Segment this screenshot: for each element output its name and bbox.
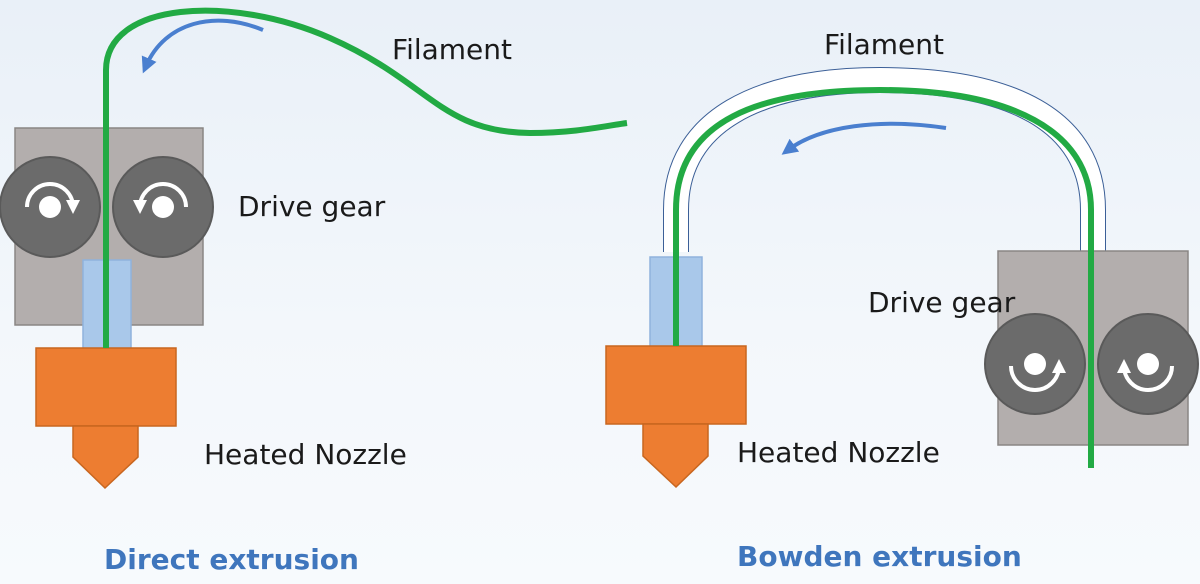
bowden-left-drive-gear bbox=[984, 313, 1086, 415]
bowden-filament bbox=[673, 86, 1094, 468]
bowden-filament-label: Filament bbox=[824, 28, 945, 61]
counterclockwise-arrow-icon bbox=[1009, 359, 1066, 392]
direct-filament-label: Filament bbox=[392, 33, 513, 66]
bowden-heated-nozzle bbox=[605, 345, 747, 489]
direct-right-drive-gear bbox=[112, 156, 214, 258]
direct-nozzle-label: Heated Nozzle bbox=[204, 438, 407, 471]
bowden-drive-gear-label: Drive gear bbox=[868, 286, 1016, 319]
bowden-caption: Bowden extrusion bbox=[737, 540, 1022, 573]
direct-drive-gear-label: Drive gear bbox=[238, 190, 386, 223]
counterclockwise-arrow-icon bbox=[133, 182, 188, 214]
direct-caption: Direct extrusion bbox=[104, 543, 359, 576]
direct-feed-arrow bbox=[141, 18, 264, 74]
bowden-extruder bbox=[605, 66, 1199, 489]
direct-left-drive-gear bbox=[0, 156, 101, 258]
direct-filament bbox=[103, 7, 628, 348]
direct-heated-nozzle bbox=[35, 347, 177, 490]
direct-extruder bbox=[0, 7, 628, 490]
clockwise-arrow-icon bbox=[1117, 359, 1174, 392]
clockwise-arrow-icon bbox=[25, 182, 80, 214]
bowden-nozzle-label: Heated Nozzle bbox=[737, 436, 940, 469]
bowden-feed-arrow bbox=[781, 121, 947, 155]
bowden-right-drive-gear bbox=[1097, 313, 1199, 415]
